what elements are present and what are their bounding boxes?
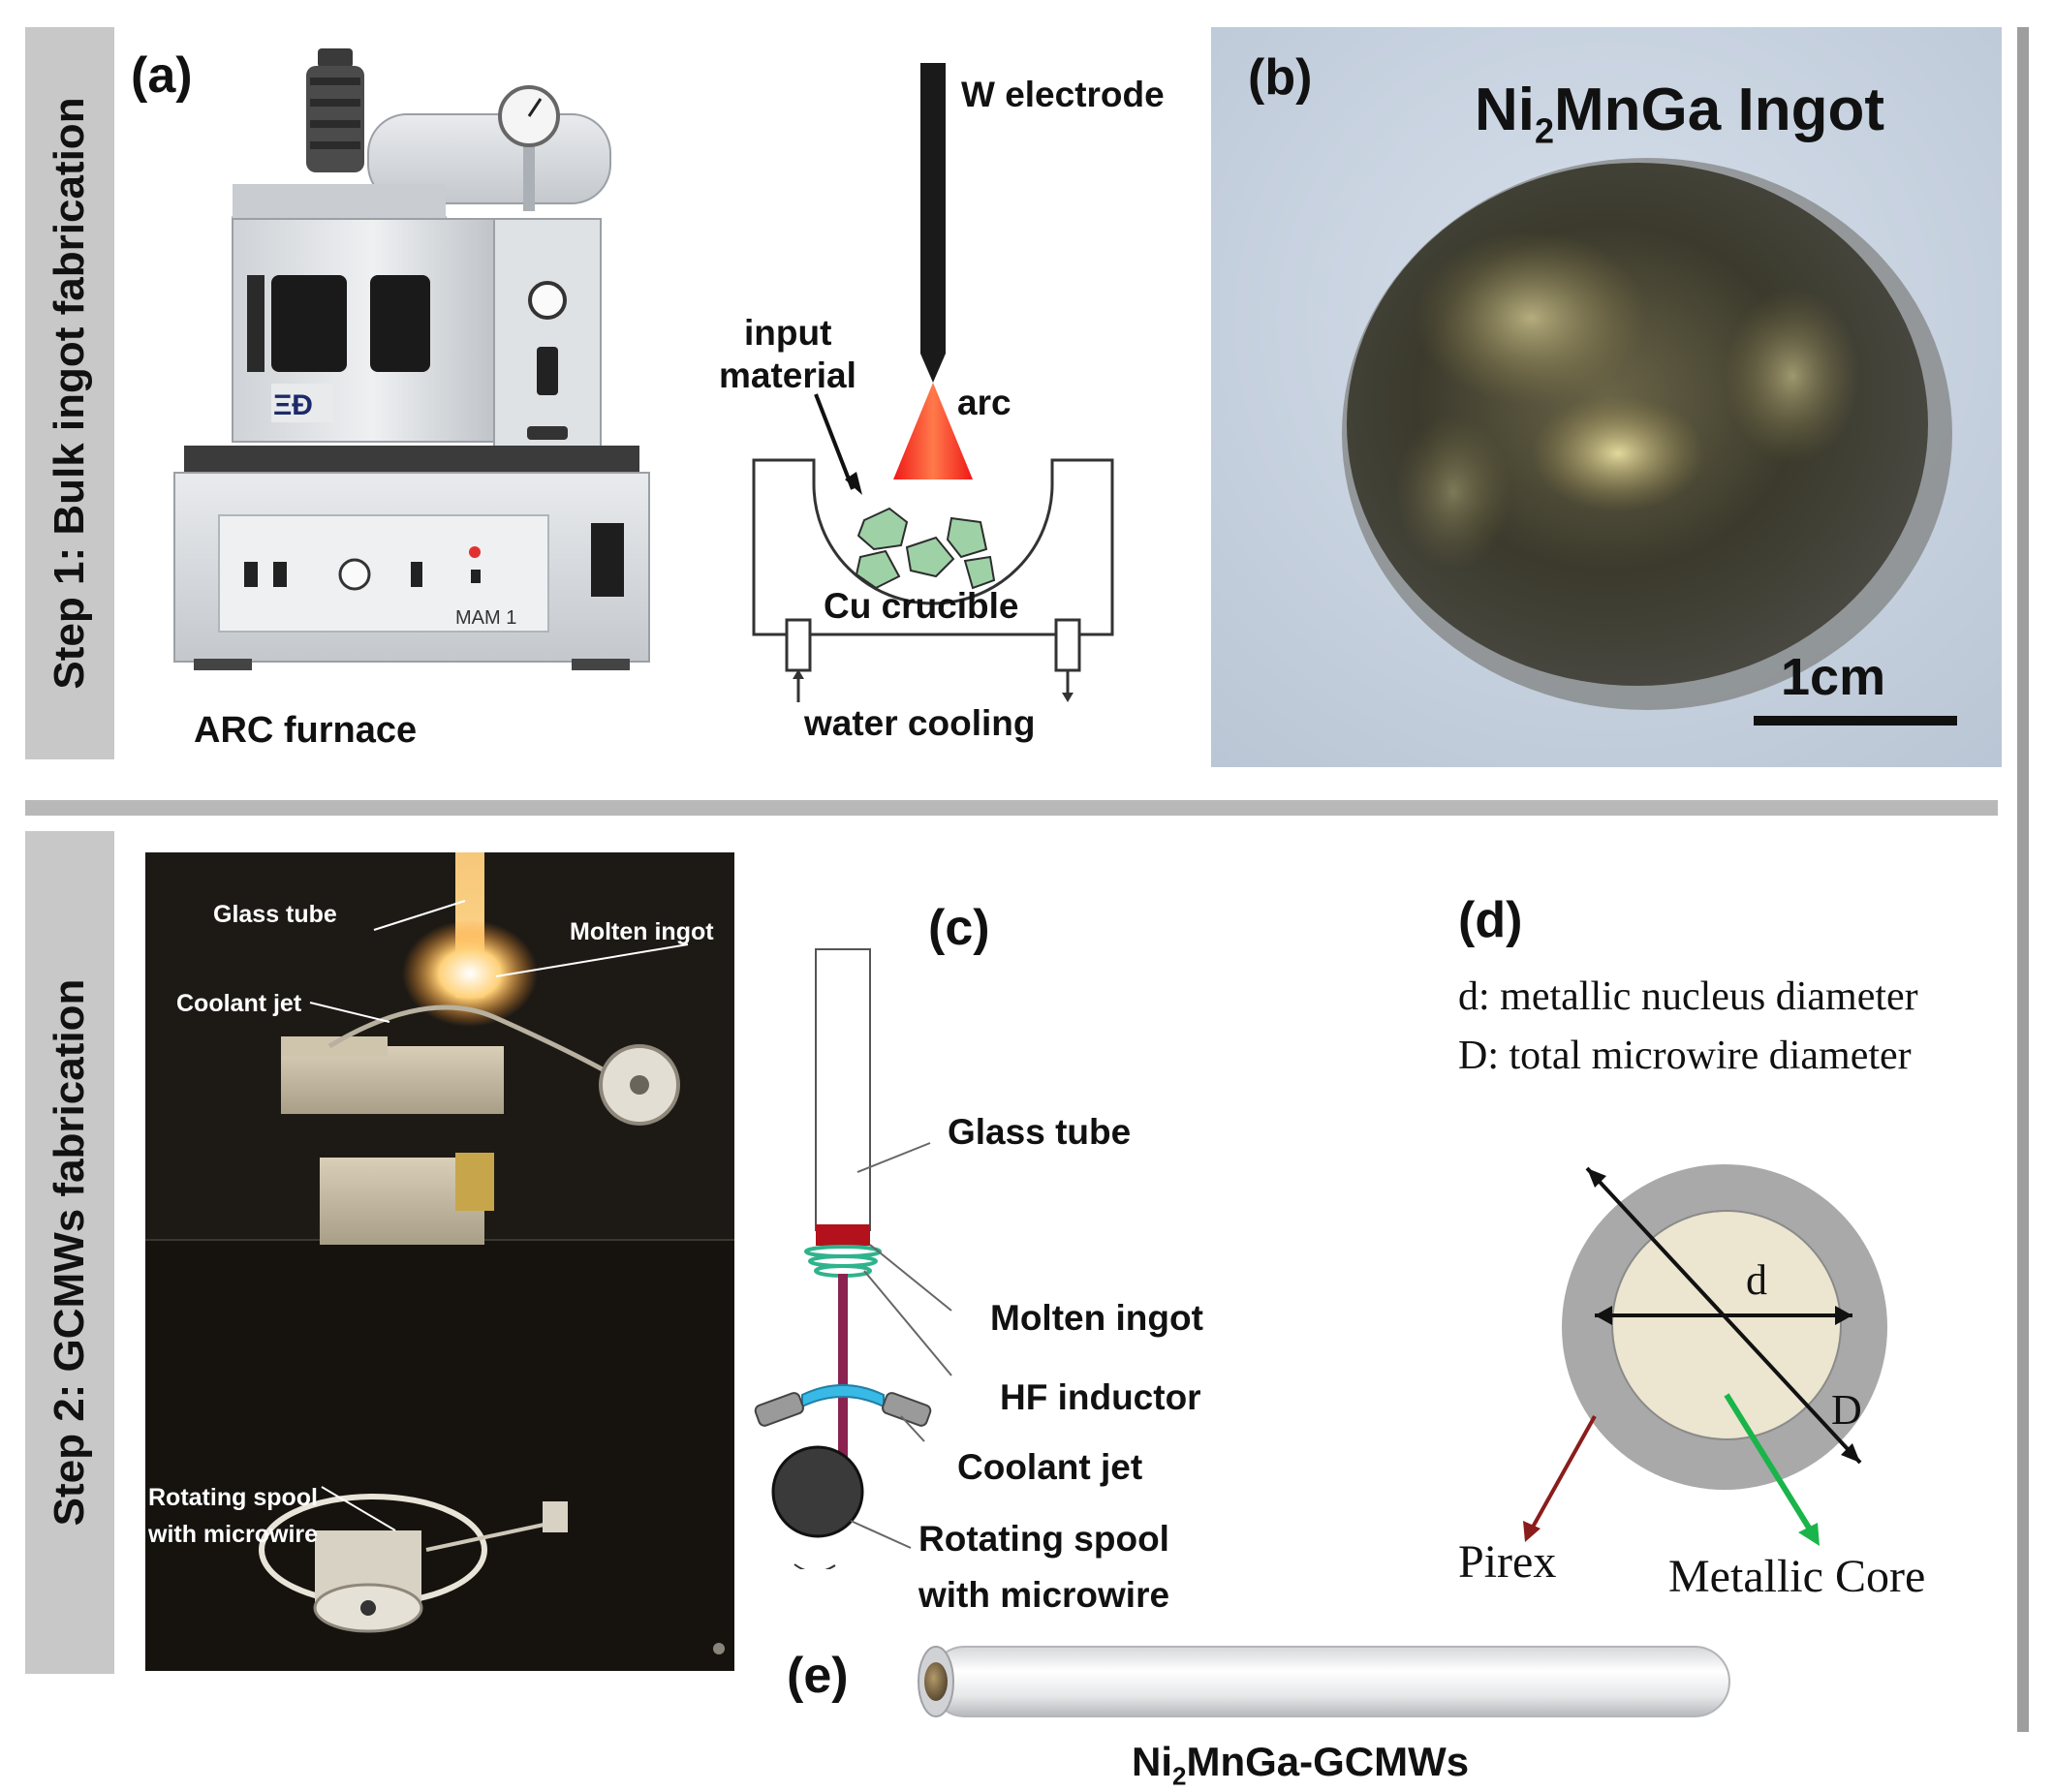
gcmw-caption-suffix: MnGa-GCMWs bbox=[1186, 1739, 1470, 1784]
gcmw-setup-photo bbox=[145, 852, 734, 1671]
right-border bbox=[2017, 27, 2029, 1732]
microwire-cross-section bbox=[1523, 1164, 1887, 1546]
gcmw-caption: Ni2MnGa-GCMWs bbox=[1132, 1739, 1469, 1791]
gcmw-caption-sub: 2 bbox=[1172, 1761, 1187, 1791]
glass-tube bbox=[815, 948, 871, 1231]
arc-cone bbox=[893, 383, 973, 479]
photo-molten-ingot-label: Molten ingot bbox=[570, 918, 714, 945]
legend-D: D: total microwire diameter bbox=[1458, 1034, 1912, 1078]
water-cooling-label: water cooling bbox=[804, 703, 1036, 743]
step2-label: Step 2: GCMWs fabrication bbox=[46, 978, 93, 1527]
arc-furnace-caption: ARC furnace bbox=[194, 710, 418, 751]
furnace-badge: MAM 1 bbox=[455, 607, 516, 629]
panel-e-letter: (e) bbox=[787, 1648, 849, 1704]
metallic-core-label: Metallic Core bbox=[1668, 1551, 1926, 1602]
ingot-photo bbox=[1211, 27, 2002, 767]
arc-label: arc bbox=[957, 383, 1011, 422]
panel-b-letter: (b) bbox=[1248, 49, 1313, 106]
ingot-title: Ni2MnGa Ingot bbox=[1475, 76, 1884, 151]
ingot-title-sub: 2 bbox=[1535, 110, 1555, 151]
label-D: D bbox=[1831, 1386, 1862, 1434]
microwire bbox=[838, 1274, 848, 1477]
diagram-hf-inductor-label: HF inductor bbox=[1000, 1377, 1201, 1417]
crucible-label: Cu crucible bbox=[824, 586, 1019, 626]
hf-inductor bbox=[804, 1245, 882, 1278]
arc-melting-diagram bbox=[752, 63, 1114, 702]
photo-coolant-jet-label: Coolant jet bbox=[176, 990, 302, 1017]
w-electrode bbox=[920, 63, 946, 354]
ingot-title-prefix: Ni bbox=[1475, 77, 1535, 143]
diagram-spool-label-1: Rotating spool bbox=[918, 1519, 1169, 1559]
electrode-label: W electrode bbox=[961, 75, 1165, 114]
panel-c-letter: (c) bbox=[928, 900, 990, 956]
ingot-title-suffix: MnGa Ingot bbox=[1554, 77, 1884, 143]
scale-bar bbox=[1754, 716, 1957, 726]
legend-d: d: metallic nucleus diameter bbox=[1458, 974, 1918, 1019]
taylor-ulitovsky-diagram bbox=[754, 948, 952, 1569]
diagram-molten-ingot-label: Molten ingot bbox=[990, 1298, 1203, 1338]
diagram-coolant-jet-label: Coolant jet bbox=[957, 1447, 1143, 1487]
input-material-label-1: input bbox=[744, 313, 832, 353]
step1-label: Step 1: Bulk ingot fabrication bbox=[46, 97, 93, 690]
svg-text:ΞÐ: ΞÐ bbox=[273, 389, 313, 421]
diagram-glass-tube-label: Glass tube bbox=[948, 1112, 1132, 1152]
pirex-label: Pirex bbox=[1458, 1536, 1557, 1588]
photo-spool-label-1: Rotating spool bbox=[148, 1484, 318, 1511]
gcmw-caption-prefix: Ni bbox=[1132, 1739, 1172, 1784]
arc-furnace-photo: ΞÐ MAM 1 bbox=[173, 48, 650, 670]
rotating-spool bbox=[771, 1445, 864, 1538]
wire-metal-core bbox=[924, 1662, 948, 1701]
input-material-grains bbox=[855, 507, 996, 590]
diagram-spool-label-2: with microwire bbox=[918, 1575, 1170, 1615]
step2-banner: Step 2: GCMWs fabrication bbox=[25, 831, 114, 1674]
panel-d-letter: (d) bbox=[1458, 892, 1523, 948]
photo-spool-label-2: with microwire bbox=[148, 1521, 319, 1548]
cu-crucible bbox=[752, 458, 1114, 636]
label-d: d bbox=[1746, 1256, 1767, 1304]
photo-glass-tube-label: Glass tube bbox=[213, 901, 337, 928]
step-separator bbox=[25, 800, 1998, 816]
gcmw-rendering bbox=[918, 1646, 1730, 1717]
panel-a-letter: (a) bbox=[131, 47, 193, 104]
scale-label: 1cm bbox=[1781, 648, 1886, 706]
step1-banner: Step 1: Bulk ingot fabrication bbox=[25, 27, 114, 759]
molten-ingot bbox=[816, 1224, 870, 1246]
wire-glass-coating bbox=[929, 1646, 1730, 1717]
input-material-label-2: material bbox=[719, 355, 856, 395]
